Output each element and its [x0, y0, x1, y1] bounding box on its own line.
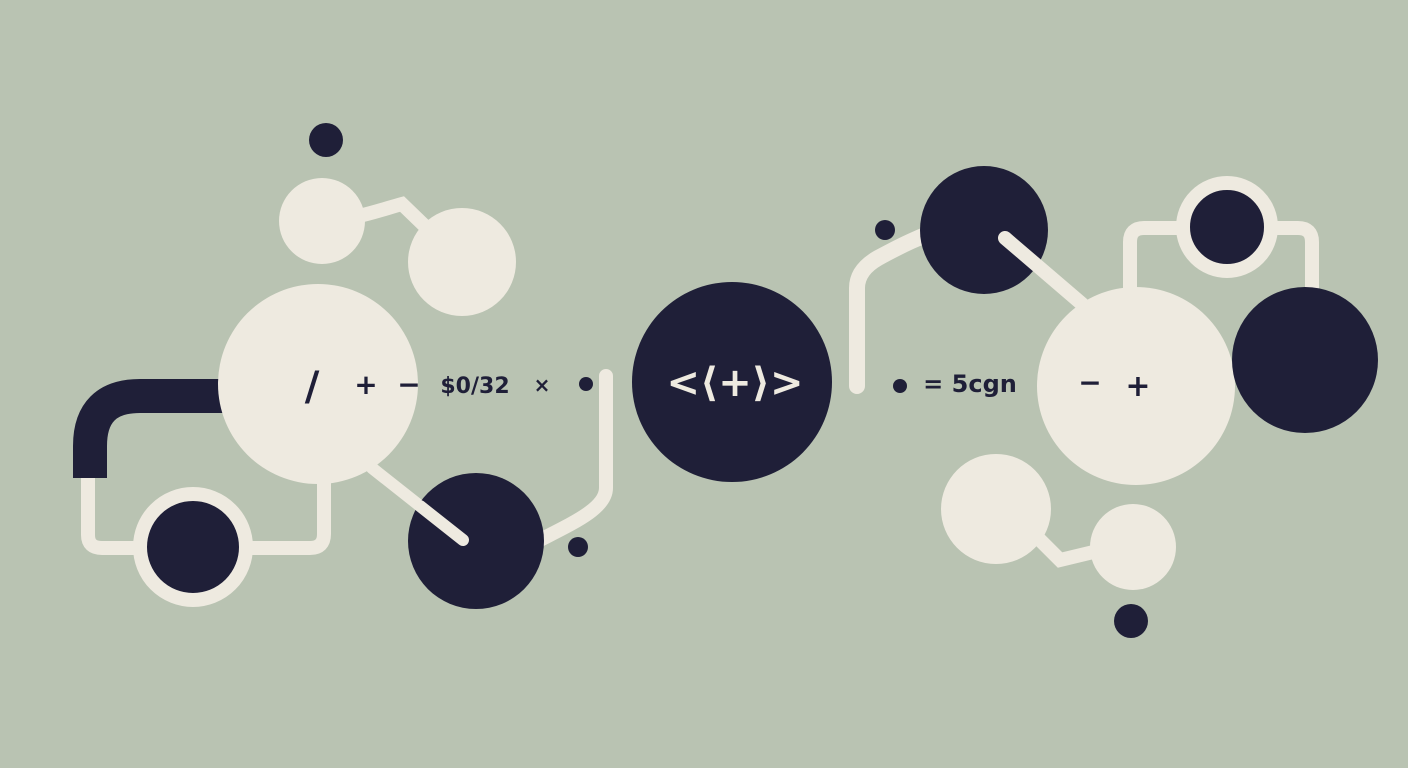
node-light-top-medium — [408, 208, 516, 316]
node-dark-top-right — [920, 166, 1048, 294]
node-light-top-small — [279, 178, 365, 264]
node-light-large-left — [218, 284, 418, 484]
small-dot-bottom-left — [568, 537, 588, 557]
node-light-bottom-right — [941, 454, 1051, 564]
small-dot-inline-right — [893, 379, 907, 393]
node-dark-bottom-left — [408, 473, 544, 609]
small-dot-inline — [579, 377, 593, 391]
plus-symbol-left: + — [354, 368, 377, 401]
minus-symbol-right: − — [1078, 366, 1101, 399]
ring-node-right — [1176, 176, 1278, 278]
node-light-large-right — [1037, 287, 1235, 485]
plus-symbol-right: + — [1125, 369, 1150, 404]
center-node — [632, 282, 832, 482]
elbow-pipe — [73, 379, 246, 478]
connector-diagonal-right — [998, 231, 1089, 311]
small-dot-right-top — [875, 220, 895, 240]
connector-curve-to-center — [533, 369, 613, 547]
currency-expression: $0/32 — [440, 374, 509, 399]
node-light-bottom-right-small — [1090, 504, 1176, 590]
slash-symbol: / — [305, 364, 320, 410]
ring-node-left — [133, 487, 253, 607]
equation-text: = 5cgn — [923, 370, 1017, 398]
center-code-label: <⟨+⟩> — [666, 360, 803, 406]
node-dark-far-right — [1232, 287, 1378, 433]
small-dot-top — [309, 123, 343, 157]
small-dot-bottom-right — [1114, 604, 1148, 638]
minus-symbol-left: − — [397, 368, 420, 401]
times-symbol: × — [534, 373, 551, 397]
connector-diagonal-overlay — [414, 500, 469, 546]
